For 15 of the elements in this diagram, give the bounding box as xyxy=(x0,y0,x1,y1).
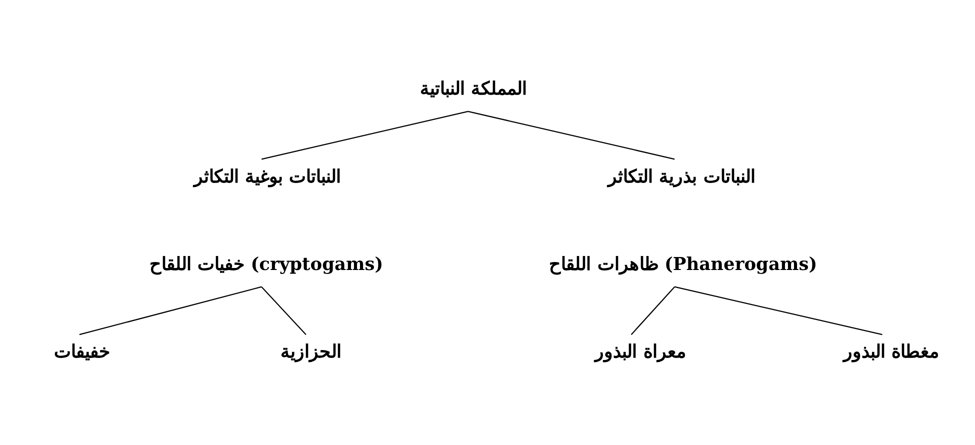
connector xyxy=(261,286,306,334)
connector xyxy=(261,110,468,160)
node-text: خفيات اللقاح (cryptogams) xyxy=(149,253,384,274)
node-text: مغطاة البذور xyxy=(843,341,940,362)
node-text: المملكة النباتية xyxy=(420,78,527,100)
connector xyxy=(630,286,675,334)
node-text: النباتات بوغية التكاثر xyxy=(194,166,342,187)
node-text: معراة البذور xyxy=(595,341,686,362)
connector xyxy=(674,286,882,335)
node-text: ظاهرات اللقاح (Phanerogams) xyxy=(549,253,818,274)
node-text: النباتات بذرية التكاثر xyxy=(608,166,756,187)
node-text: الحزازية xyxy=(280,341,342,362)
connector xyxy=(79,286,262,335)
node-text: خفيفات xyxy=(54,341,110,362)
connector xyxy=(468,110,675,160)
